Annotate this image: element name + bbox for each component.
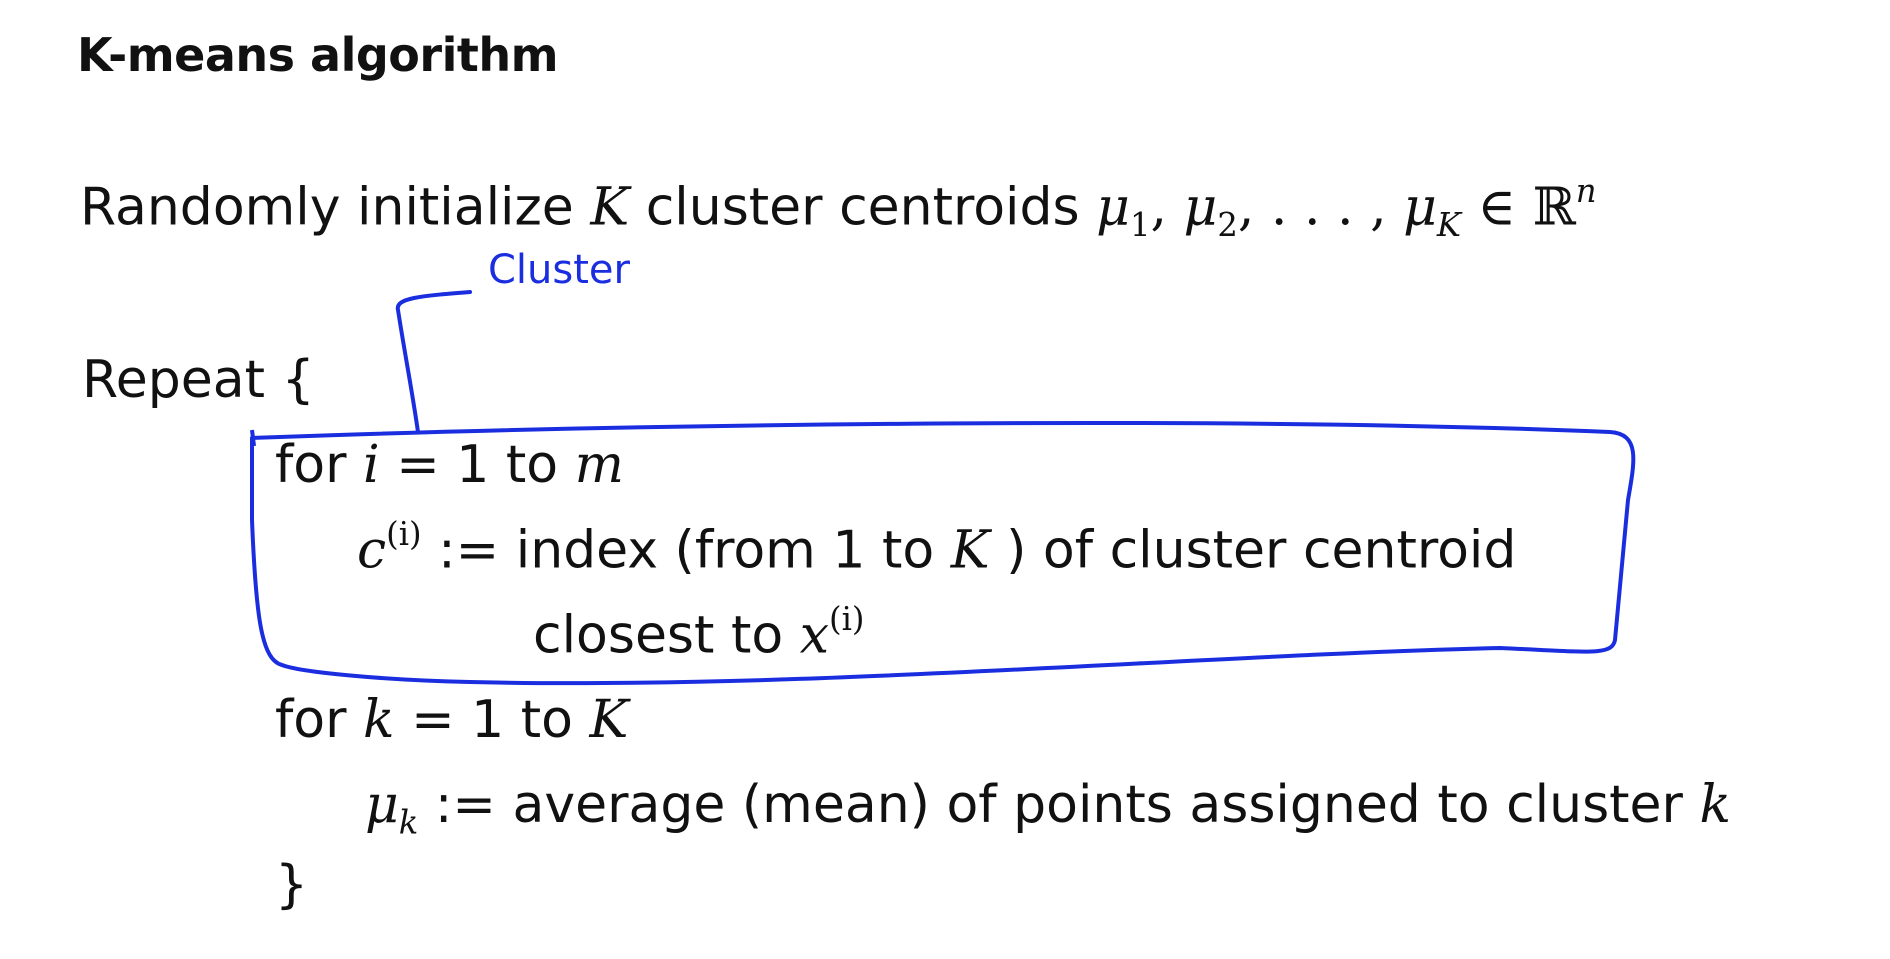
mu-2-sub: 2 [1217, 205, 1238, 244]
loop-i-var: i [363, 435, 380, 495]
assign-text2: ) of cluster centroid [989, 520, 1517, 581]
mu-K-sub: K [1436, 205, 1462, 244]
repeat-open: Repeat { [82, 350, 315, 410]
init-line: Randomly initialize K cluster centroids … [80, 172, 1597, 244]
loop-k-K: K [589, 690, 629, 750]
element-of: ∈ [1461, 177, 1533, 238]
loop-k-mid: = 1 to [394, 690, 590, 750]
loop-i: for i = 1 to m [275, 435, 624, 495]
slide-title: K-means algorithm [77, 28, 559, 82]
mu-2: μ [1183, 177, 1218, 238]
update-text: := average (mean) of points assigned to … [418, 775, 1700, 835]
ellipsis: , . . . , [1237, 177, 1404, 238]
assign-K: K [950, 520, 990, 581]
assign-c: c [357, 520, 387, 581]
init-K: K [590, 177, 630, 238]
reals-symbol: ℝ [1532, 177, 1576, 238]
annotation-box [250, 420, 1636, 686]
update-line: μk := average (mean) of points assigned … [365, 775, 1731, 841]
closest-x-sup: (i) [829, 600, 865, 638]
loop-k-for: for [275, 690, 364, 750]
assign-text1: := index (from 1 to [421, 520, 951, 581]
annotation-label: Cluster [488, 247, 631, 293]
annotation-tick [250, 429, 256, 447]
init-prefix: Randomly initialize [80, 177, 591, 238]
closest-x: x [799, 605, 830, 666]
mu-1: μ [1096, 177, 1130, 238]
mu-K: μ [1403, 177, 1437, 238]
update-mu-sub: k [398, 803, 419, 842]
mu-1-sub: 1 [1129, 205, 1151, 244]
loop-k: for k = 1 to K [275, 690, 628, 750]
reals-exponent: n [1575, 172, 1597, 210]
loop-i-m: m [574, 435, 624, 495]
closest-line: closest to x(i) [533, 600, 864, 666]
repeat-close: } [275, 855, 309, 915]
init-middle: cluster centroids [629, 177, 1097, 238]
annotation-bracket [395, 290, 472, 434]
assign-line: c(i) := index (from 1 to K ) of cluster … [357, 515, 1516, 581]
closest-text: closest to [533, 605, 800, 666]
loop-i-for: for [275, 435, 364, 495]
loop-i-mid: = 1 to [379, 435, 575, 495]
loop-k-var: k [363, 690, 395, 750]
update-k: k [1699, 775, 1731, 835]
assign-c-sup: (i) [386, 515, 422, 553]
update-mu: μ [365, 775, 399, 835]
